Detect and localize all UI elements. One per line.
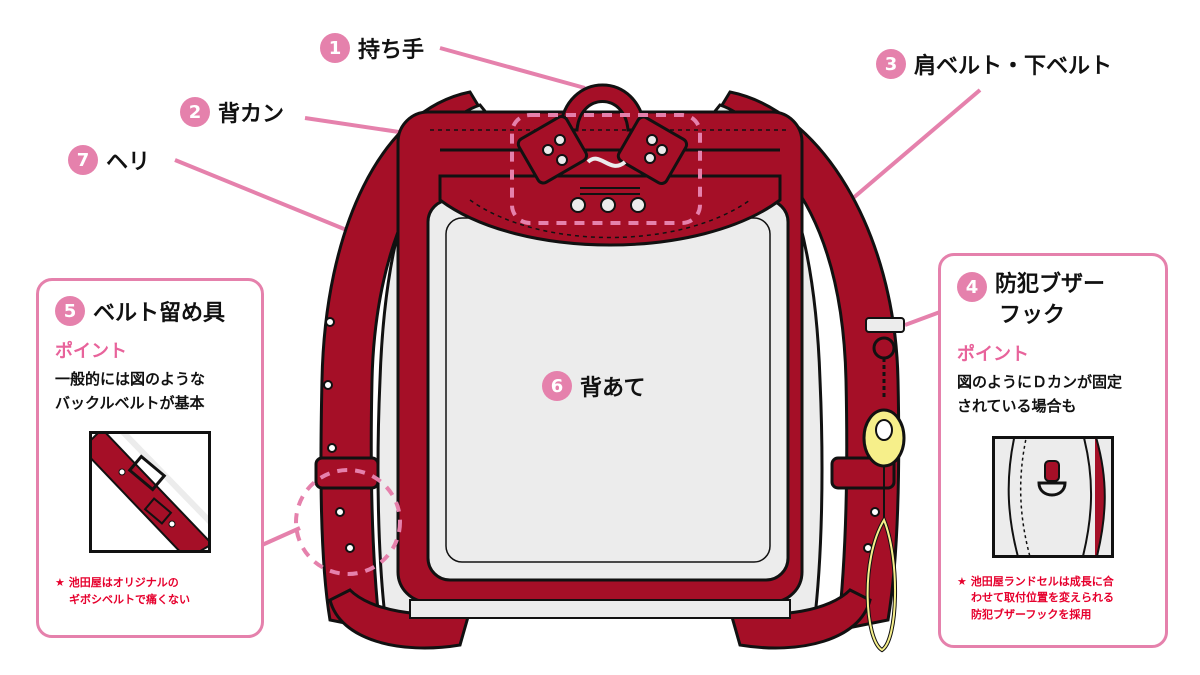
note-line: わせて取付位置を変えられる [971, 591, 1114, 605]
note-line: ギボシベルトで痛くない [69, 592, 190, 606]
note-line: ★ 池田屋ランドセルは成長に合 [957, 574, 1114, 588]
box-title: 4 防犯ブザー フック [957, 270, 1149, 332]
title-line: フック [999, 302, 1066, 328]
point-description: 一般的には図のような バックルベルトが基本 [55, 367, 245, 415]
point-description: 図のようにＤカンが固定 されている場合も [957, 370, 1149, 418]
box-number: 5 [55, 296, 85, 326]
description-line: されている場合も [957, 396, 1077, 415]
label-back-can: 2 背カン [180, 96, 284, 128]
label-text: 肩ベルト・下ベルト [914, 54, 1113, 79]
leader-line-handle [439, 46, 586, 90]
box-title-text: ベルト留め具 [93, 301, 226, 326]
label-handle: 1 持ち手 [320, 32, 424, 64]
belt-stopper-box: 5 ベルト留め具 ポイント 一般的には図のような バックルベルトが基本 ★ 池田… [36, 278, 264, 638]
back-can-illustration [510, 113, 702, 225]
bag-body [396, 110, 804, 619]
label-number: 7 [68, 145, 98, 175]
label-number: 3 [876, 49, 906, 79]
leader-lines [174, 46, 982, 547]
leader-line-shoulder-belt [843, 88, 982, 207]
label-edge: 7 ヘリ [68, 144, 150, 176]
belt-stopper-highlight [294, 468, 402, 576]
description-line: 図のようにＤカンが固定 [957, 372, 1123, 391]
label-text: 持ち手 [358, 38, 425, 63]
description-line: バックルベルトが基本 [55, 394, 205, 412]
leader-line-belt-stopper [261, 526, 301, 547]
note: ★ 池田屋ランドセルは成長に合 わせて取付位置を変えられる 防犯ブザーフックを採… [957, 574, 1149, 624]
d-ring-thumbnail [992, 435, 1114, 558]
note-line: ★ 池田屋はオリジナルの [55, 576, 179, 589]
box-title: 5 ベルト留め具 [55, 295, 245, 327]
label-back-pad: 6 背あて [542, 370, 646, 402]
point-heading: ポイント [55, 341, 127, 362]
box-title-text: 防犯ブザー フック [995, 270, 1105, 332]
label-number: 6 [542, 371, 572, 401]
label-text: ヘリ [106, 150, 151, 175]
label-text: 背あて [580, 376, 646, 401]
label-number: 1 [320, 33, 350, 63]
description-line: 一般的には図のような [55, 370, 206, 388]
buzzer-hook-box: 4 防犯ブザー フック ポイント 図のようにＤカンが固定 されている場合も ★ … [938, 253, 1168, 648]
point-heading: ポイント [957, 343, 1029, 365]
box-number: 4 [957, 272, 987, 302]
back-can-highlight [510, 113, 702, 225]
buzzer-illustration [862, 317, 906, 653]
note-line: 防犯ブザーフックを採用 [971, 607, 1092, 621]
buckle-belt-thumbnail [89, 431, 211, 553]
label-shoulder-belt: 3 肩ベルト・下ベルト [876, 48, 1112, 80]
note: ★ 池田屋はオリジナルの ギボシベルトで痛くない [55, 575, 245, 608]
label-number: 2 [180, 97, 210, 127]
title-line: 防犯ブザー [995, 272, 1106, 297]
label-text: 背カン [218, 102, 285, 127]
leader-line-buzzer-hook [904, 310, 941, 327]
